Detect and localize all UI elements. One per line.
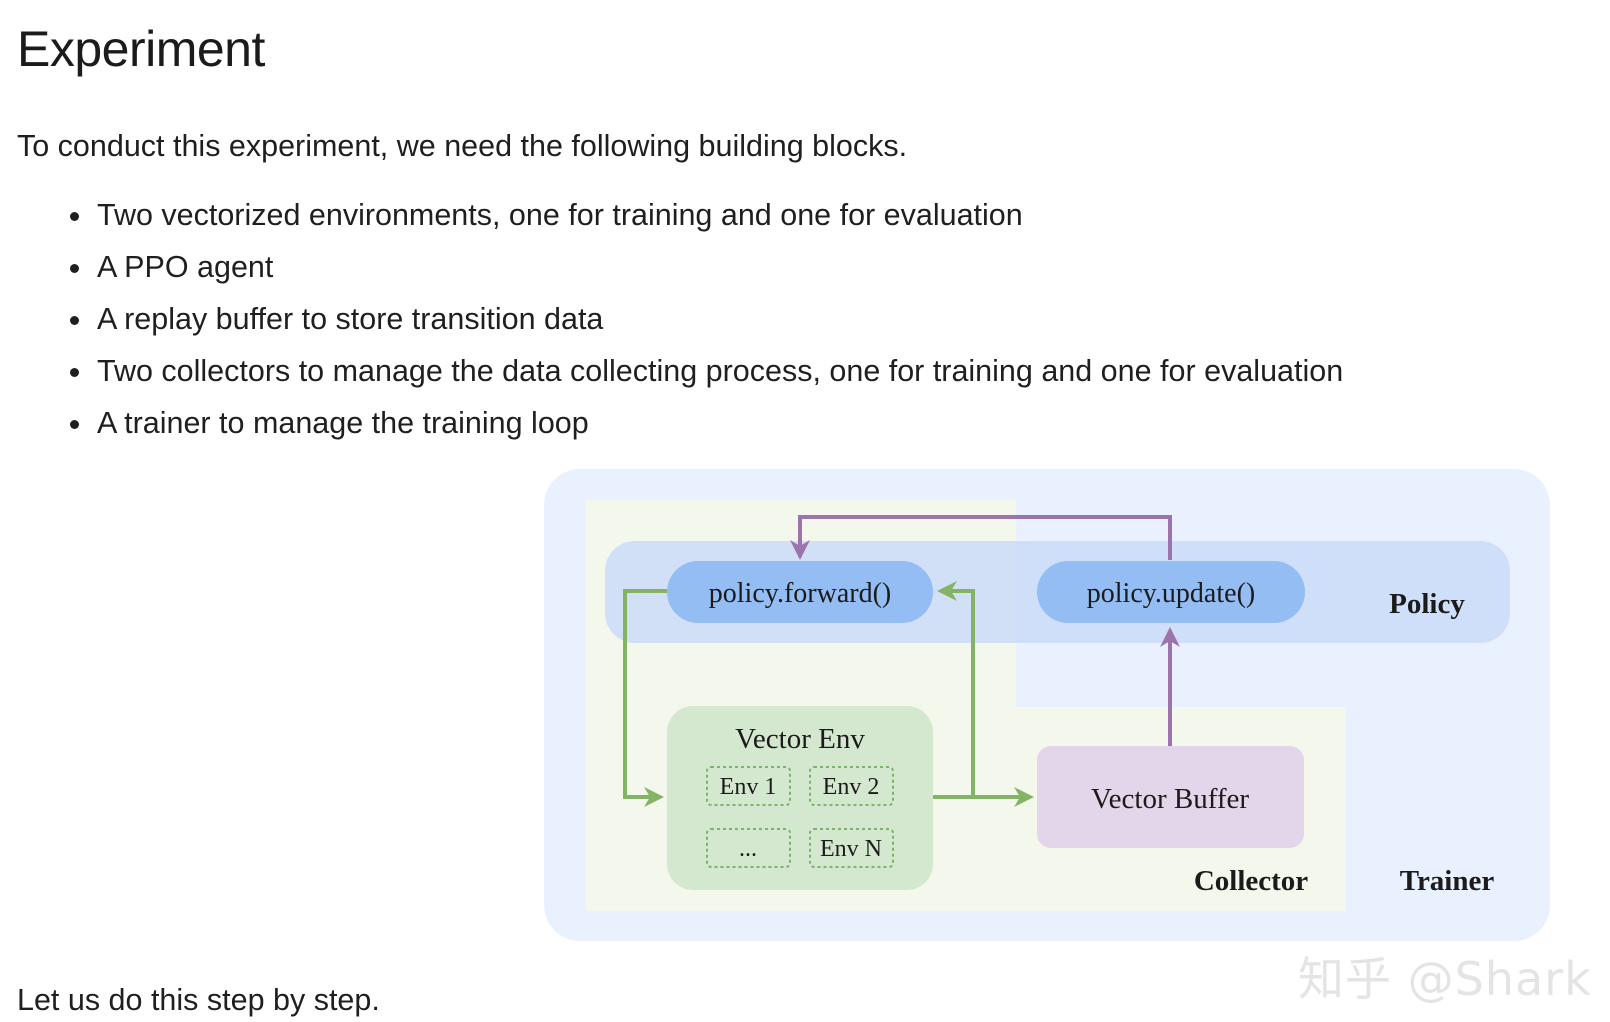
vector-env-title: Vector Env	[735, 723, 865, 755]
policy-forward-pill	[667, 561, 933, 623]
env-cell	[809, 828, 894, 868]
env-cell	[706, 828, 791, 868]
trainer-label: Trainer	[1400, 865, 1495, 897]
policy-update-pill	[1037, 561, 1305, 623]
policy-label: Policy	[1389, 588, 1465, 620]
building-blocks-list: Two vectorized environments, one for tra…	[69, 189, 1343, 449]
forward-to-env-arrow	[623, 589, 667, 807]
update-to-forward-arrow	[790, 515, 1172, 560]
env-cell	[809, 766, 894, 806]
env-cell	[706, 766, 791, 806]
env-to-forward-arrow	[937, 581, 975, 797]
vector-env-box	[667, 706, 933, 890]
env-cell-label: Env 2	[823, 774, 880, 800]
list-item: A trainer to manage the training loop	[69, 397, 1343, 449]
list-item: Two vectorized environments, one for tra…	[69, 189, 1343, 241]
env-cell-label: Env 1	[720, 774, 777, 800]
collector-label: Collector	[1194, 865, 1308, 897]
policy-update-label: policy.update()	[1087, 578, 1255, 609]
watermark-text: 知乎 @Shark	[1298, 952, 1592, 1006]
list-item: Two collectors to manage the data collec…	[69, 345, 1343, 397]
page-heading: Experiment	[17, 21, 265, 77]
outro-paragraph: Let us do this step by step.	[17, 983, 380, 1017]
list-item: A PPO agent	[69, 241, 1343, 293]
intro-paragraph: To conduct this experiment, we need the …	[17, 129, 908, 163]
vector-buffer-label: Vector Buffer	[1091, 783, 1249, 815]
vector-buffer-box	[1037, 746, 1304, 848]
policy-forward-label: policy.forward()	[709, 578, 891, 609]
list-item: A replay buffer to store transition data	[69, 293, 1343, 345]
env-cell-label: ...	[739, 836, 757, 862]
env-cell-label: Env N	[820, 836, 882, 862]
